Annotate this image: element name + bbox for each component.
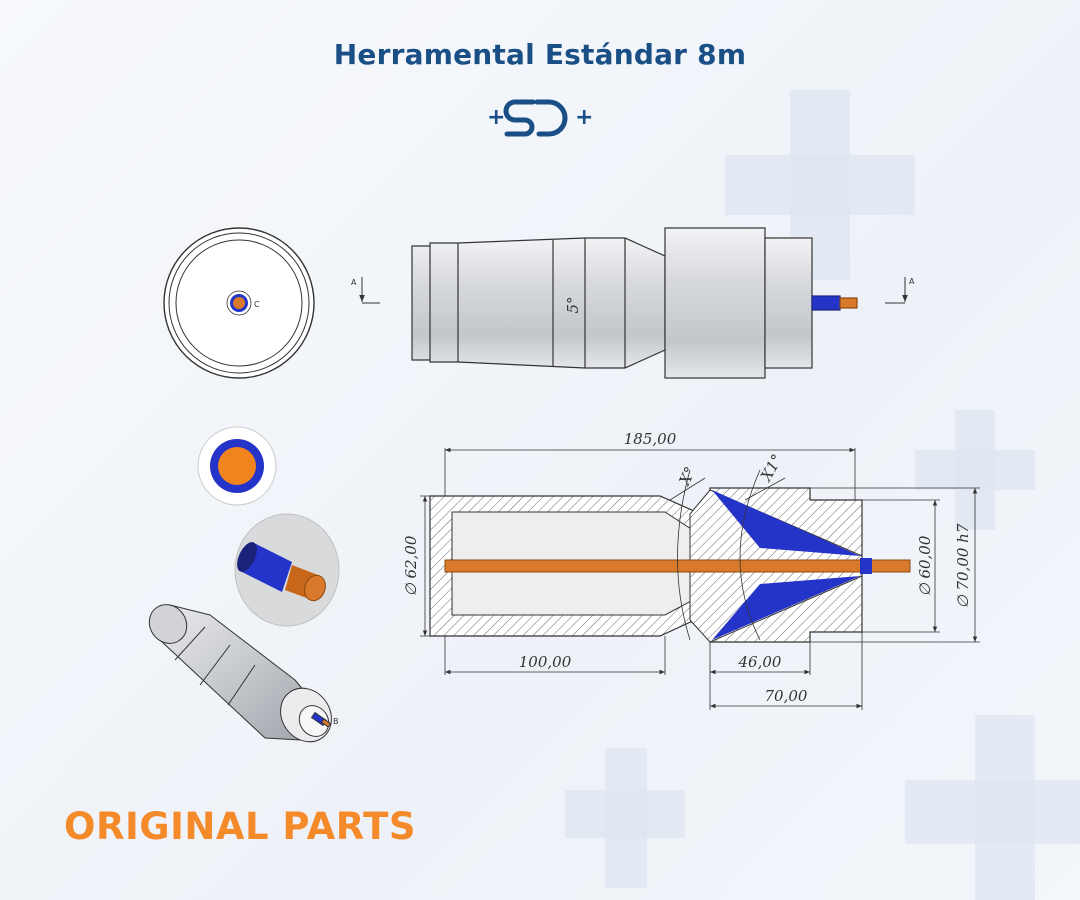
dimensions [420, 447, 980, 710]
body-length-label: 100,00 [519, 653, 572, 671]
bg-cross-4-h [905, 780, 1080, 844]
section-marker-right: A [885, 277, 915, 304]
overall-length-label: 185,00 [624, 430, 677, 448]
angle-x-label: X° [675, 464, 699, 489]
svg-text:A: A [351, 278, 357, 287]
logo-plus-right: + [575, 105, 593, 130]
detail-label: B [333, 717, 339, 726]
section-marker-left: A [351, 277, 380, 304]
logo-plus-left: + [487, 105, 505, 130]
iso-view: B [148, 604, 339, 743]
page-title: Herramental Estándar 8m [333, 38, 747, 71]
logo-d-shape [534, 99, 568, 137]
bg-cross-3-h [565, 790, 685, 838]
tip-length-label: 46,00 [738, 653, 782, 671]
body-diameter-label: ∅ 62,00 [402, 535, 420, 596]
bg-cross-2-h [915, 450, 1035, 490]
taper-angle-label: 5° [564, 296, 582, 313]
cap-outer-diameter-label: ∅ 70,00 h7 [954, 523, 972, 608]
cable-end-detail [197, 426, 277, 506]
cable-3d-detail [234, 513, 340, 627]
svg-text:A: A [909, 277, 915, 286]
front-view: C [163, 227, 315, 379]
front-view-label: C [254, 300, 260, 309]
cap-inner-diameter-label: ∅ 60,00 [916, 535, 934, 596]
logo-s-shape [503, 99, 536, 137]
brand-logo: + + [487, 99, 593, 137]
cap-length-label: 70,00 [765, 687, 808, 705]
section-view [429, 487, 911, 643]
side-view: 5° [411, 227, 858, 379]
bg-cross-1-h [725, 155, 915, 215]
footer-text: ORIGINAL PARTS [64, 805, 416, 848]
